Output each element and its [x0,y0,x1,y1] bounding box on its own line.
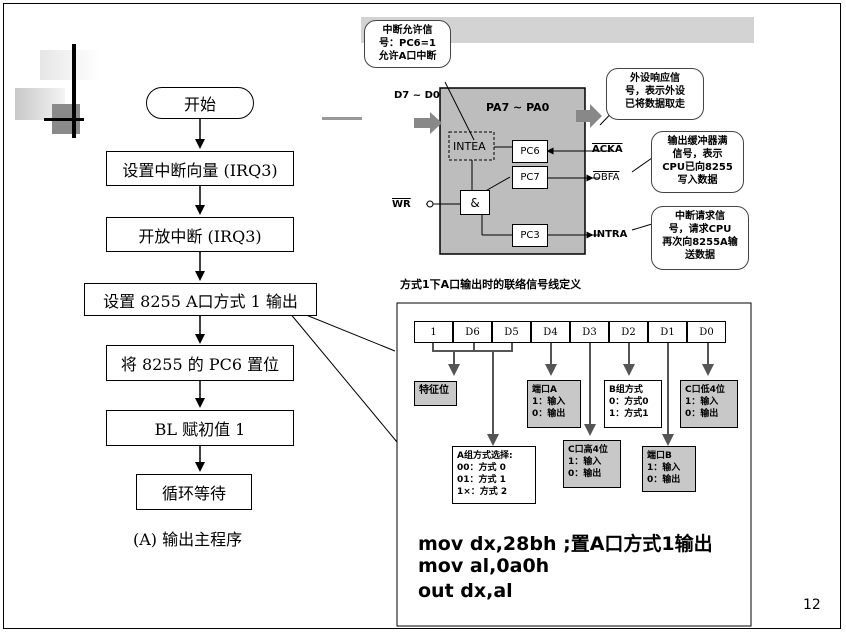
code-line-1: mov dx,28bh ;置A口方式1输出 [418,533,713,555]
box-pc6: PC6 [512,140,548,163]
bit-cell: D1 [648,321,687,343]
flow-step-loop-wait: 循环等待 [136,474,252,510]
label-data-bus: D7 ~ D0 [394,90,440,101]
page-number: 12 [803,597,821,613]
decor-horizontal-line [44,118,84,121]
data-bus-arrow [414,112,442,134]
and-gate: & [460,190,490,215]
flow-step-set-vector: 设置中断向量 (IRQ3) [106,151,294,186]
bit-cell: D2 [609,321,648,343]
decor-gray-dash [322,117,362,120]
box-pc3: PC3 [512,224,548,247]
decor-vertical-line [72,44,76,138]
flow-start: 开始 [146,87,254,119]
bit-cell: D5 [492,321,531,343]
bit-cell: D0 [687,321,726,343]
label-port-a: PA7 ~ PA0 [486,101,550,114]
decor-blur-block [40,50,100,80]
label-ack: ACKA [592,144,623,155]
flow-step-enable-interrupt: 开放中断 (IRQ3) [106,217,294,252]
port-a-arrow [576,104,602,128]
code-line-2: mov al,0a0h [418,555,550,577]
flowchart-caption: (A) 输出主程序 [133,530,243,549]
box-pc7: PC7 [512,166,548,189]
bit-cell: D6 [453,321,492,343]
flow-step-set-pc6: 将 8255 的 PC6 置位 [106,345,294,381]
slide-frame [3,3,841,629]
callout-line [283,305,398,443]
diagram-title: 方式1下A口输出时的联络信号线定义 [400,278,582,291]
bubble-ack-signal: 外设响应信号，表示外设已将数据取走 [606,68,704,120]
label-inte: INTEA [453,140,486,153]
flow-step-init-bl: BL 赋初值 1 [106,410,294,446]
code-line-3: out dx,al [418,580,513,602]
label-intr: INTRA [593,229,628,240]
wr-inverter [426,200,434,208]
label-obf: OBFA [593,172,620,183]
bit-cell: 1 [414,321,453,343]
box-flag: 特征位 [414,381,457,406]
flow-step-set-8255: 设置 8255 A口方式 1 输出 [84,283,317,316]
bit-cell: D4 [531,321,570,343]
label-wr: WR [392,199,411,210]
bit-cell: D3 [570,321,609,343]
